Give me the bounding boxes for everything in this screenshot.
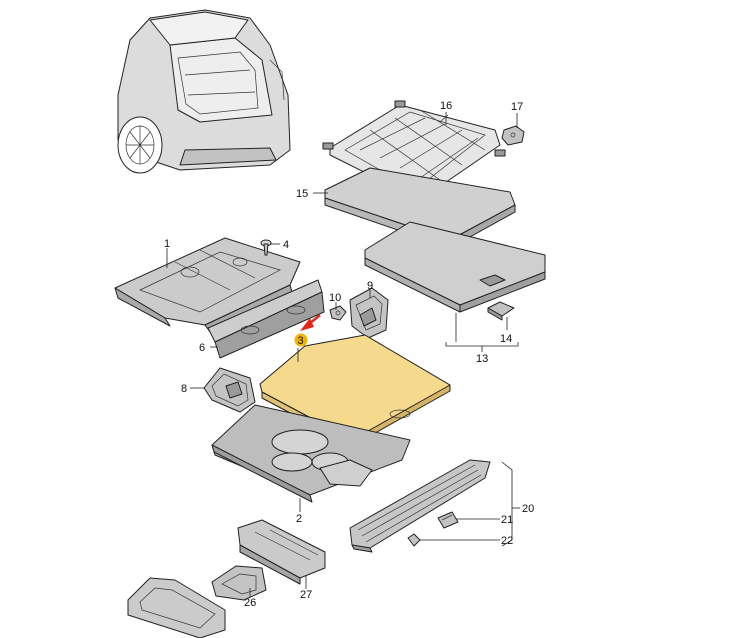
holder-26 <box>211 565 267 601</box>
callout-21: 21 <box>501 514 513 526</box>
callout-10: 10 <box>329 292 341 304</box>
screw-4 <box>260 239 272 256</box>
callout-8: 8 <box>181 383 187 395</box>
callout-6: 6 <box>199 342 205 354</box>
part-number-labels: 1 4 6 8 9 10 3 2 15 16 17 14 13 20 21 22… <box>164 100 534 609</box>
callout-3: 3 <box>298 335 304 347</box>
clip-21 <box>437 511 459 529</box>
clip-22 <box>407 533 421 547</box>
clip-10 <box>329 305 347 321</box>
callout-9: 9 <box>367 280 373 292</box>
load-sill-trim-20 <box>349 459 491 553</box>
highlight-arrow <box>300 314 321 331</box>
storage-box-27 <box>237 519 326 585</box>
callout-16: 16 <box>440 100 452 112</box>
callout-17: 17 <box>511 101 523 113</box>
callout-2: 2 <box>296 513 302 525</box>
callout-26: 26 <box>244 597 256 609</box>
callout-27: 27 <box>300 589 312 601</box>
callout-22: 22 <box>501 535 513 547</box>
leader-lines <box>166 112 520 597</box>
clip-17 <box>501 125 525 146</box>
callout-1: 1 <box>164 238 170 250</box>
handle-14 <box>487 301 515 321</box>
callout-3-badge: 3 <box>294 333 308 347</box>
floor-panel-13 <box>364 221 546 313</box>
callout-14: 14 <box>500 333 512 345</box>
spare-wheel-well-2 <box>211 404 411 503</box>
bracket-8 <box>203 367 256 413</box>
callout-13: 13 <box>476 353 488 365</box>
callout-15: 15 <box>296 188 308 200</box>
foam-insert <box>127 577 226 638</box>
callout-4: 4 <box>283 239 289 251</box>
vehicle-rear-illustration <box>117 9 291 174</box>
callout-20: 20 <box>522 503 534 515</box>
bracket-9 <box>349 287 389 339</box>
sill-cover-6 <box>207 279 325 359</box>
